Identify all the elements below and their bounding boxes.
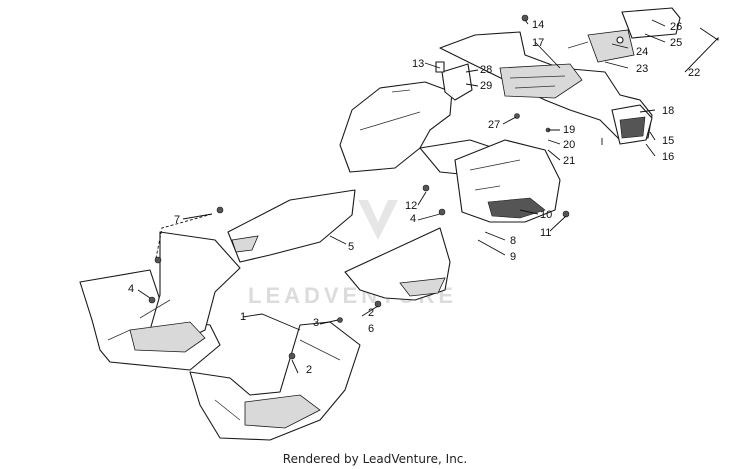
callout-22: 22 — [688, 67, 700, 79]
callout-20: 20 — [563, 139, 575, 151]
callout-19: 19 — [563, 124, 575, 136]
left-side-panel-part-5[interactable] — [227, 189, 356, 263]
callout-17: 17 — [532, 37, 544, 49]
callout-29: 29 — [480, 80, 492, 92]
callout-1: 1 — [240, 311, 246, 323]
callout-12: 12 — [405, 200, 417, 212]
tail-light-lens-part-26[interactable] — [567, 7, 681, 63]
callout-15: 15 — [662, 135, 674, 147]
callout-27: 27 — [488, 119, 500, 131]
right-footwell-part-1[interactable] — [189, 321, 361, 441]
rear-fender-top[interactable] — [439, 31, 653, 141]
right-side-panel-part-6[interactable] — [344, 227, 451, 301]
callout-8: 8 — [510, 235, 516, 247]
left-footwell-part-1[interactable] — [79, 231, 241, 371]
callout-6: 6 — [368, 323, 374, 335]
callout-25: 25 — [670, 37, 682, 49]
callout-3: 3 — [313, 317, 319, 329]
callout-4b: 4 — [410, 213, 416, 225]
callout-21: 21 — [563, 155, 575, 167]
callout-23: 23 — [636, 63, 648, 75]
callout-10: 10 — [540, 209, 552, 221]
callout-2a: 2 — [368, 307, 374, 319]
callout-11: 11 — [540, 227, 551, 239]
callout-13: 13 — [412, 58, 424, 70]
callout-9: 9 — [510, 251, 516, 263]
callout-28: 28 — [480, 64, 492, 76]
callout-5: 5 — [348, 241, 354, 253]
callout-16: 16 — [662, 151, 674, 163]
callout-24: 24 — [636, 46, 648, 58]
tail-light-housing-part-15[interactable] — [611, 104, 653, 145]
callout-26: 26 — [670, 21, 682, 33]
callout-18: 18 — [662, 105, 674, 117]
callout-4a: 4 — [128, 283, 134, 295]
footer-credit: Rendered by LeadVenture, Inc. — [282, 452, 468, 466]
callout-2b: 2 — [306, 364, 312, 376]
callout-labels: 1 2 2 3 4 4 5 6 7 8 9 10 11 12 13 14 15 … — [128, 19, 700, 376]
bracket-part-29[interactable] — [435, 61, 473, 101]
rear-fender-side-part-9[interactable] — [454, 139, 561, 223]
fasteners — [148, 14, 570, 360]
leader-lines — [137, 19, 719, 374]
callout-7: 7 — [174, 214, 180, 226]
callout-14: 14 — [532, 19, 544, 31]
